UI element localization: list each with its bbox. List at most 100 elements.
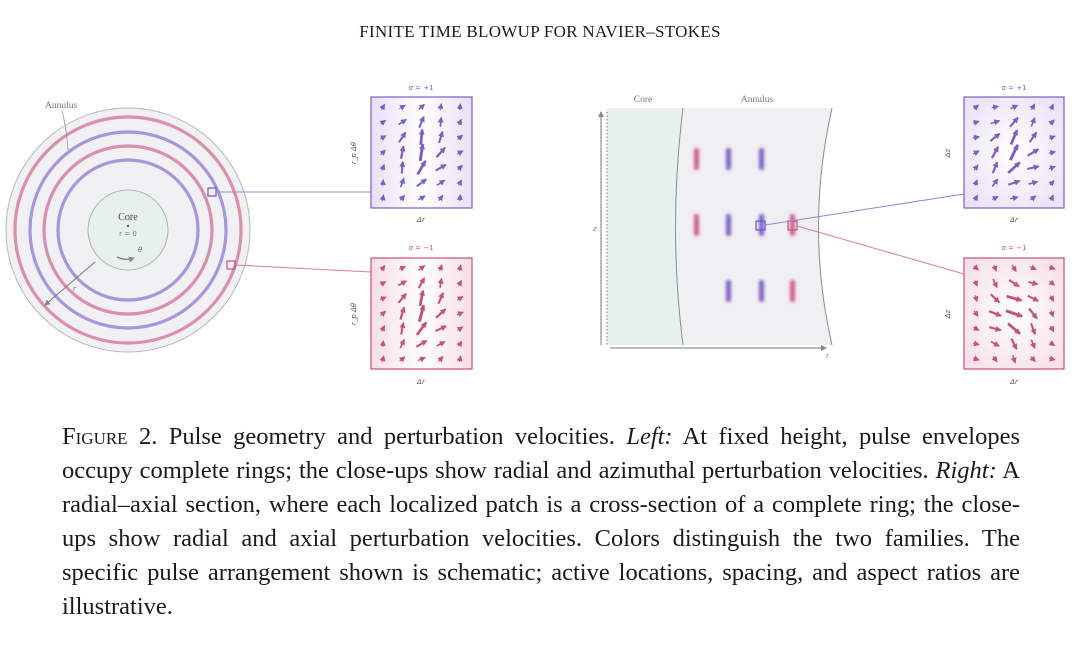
velocity-arrow [416,178,428,188]
velocity-arrow [991,264,998,273]
velocity-arrow [1009,116,1019,128]
velocity-arrow [456,355,463,363]
connector-pink-right [796,225,965,275]
velocity-arrow [456,326,464,333]
radius-arrow [44,261,96,306]
velocity-arrow [379,296,387,302]
velocity-arrow [988,310,1002,317]
velocity-arrow [437,355,444,363]
caption-left-text: At fixed height, pulse envelopes occupy … [62,423,1020,484]
velocity-arrow [1029,195,1037,202]
velocity-arrow [1048,340,1056,347]
annulus-label: Annulus [45,101,78,111]
velocity-arrow [992,278,998,289]
velocity-arrow [435,308,447,319]
velocity-arrow [456,103,463,111]
velocity-arrow [397,118,407,126]
velocity-arrow [436,340,446,347]
velocity-arrow [1030,322,1037,336]
velocity-arrow [379,310,387,317]
velocity-arrow [379,194,386,201]
velocity-arrow [1048,355,1056,362]
core-disk [87,189,169,271]
patch-blue [759,148,764,170]
velocity-arrow [399,321,406,335]
velocity-arrow [399,145,406,159]
velocity-arrow [379,281,387,287]
velocity-arrow [1028,307,1038,320]
velocity-arrow [1048,325,1055,333]
velocity-arrow [418,289,425,307]
velocity-arrow [456,340,463,348]
velocity-arrow [972,325,980,331]
r-axis-label: r [826,352,830,360]
closeup-sigma-label: σ = −1 [408,244,433,252]
core-sublabel: r = 0 [119,230,137,238]
closeup-ylabel: r_p Δθ [350,141,358,164]
caption-intro: Pulse geometry and perturbation velociti… [157,423,627,450]
velocity-arrow [399,104,406,111]
core-label: Core [634,95,652,105]
velocity-arrow [1048,179,1055,187]
velocity-arrow [399,160,406,174]
velocity-arrow [1048,194,1054,202]
z-axis-label: z [592,225,597,233]
velocity-arrow [435,146,446,159]
velocity-arrow [972,264,979,271]
velocity-arrow [972,355,980,362]
closeup-ylabel: r_p Δθ [350,302,358,325]
velocity-arrow [1005,309,1023,318]
velocity-arrow [437,130,444,144]
velocity-arrow [1009,129,1019,146]
velocity-arrow [437,263,444,272]
velocity-arrow [1028,280,1039,286]
velocity-arrow [456,134,464,141]
patch-pink [694,148,699,170]
velocity-arrow [417,277,426,289]
marker-blue [755,220,766,231]
velocity-arrow [398,356,406,363]
velocity-arrow [397,280,408,287]
patch-pink [790,214,795,236]
velocity-arrow [1008,144,1020,161]
velocity-arrow [415,339,428,348]
velocity-arrow [972,340,980,347]
radius-label: r [73,285,77,293]
velocity-arrow [397,293,407,304]
velocity-arrow [417,195,426,202]
velocity-arrow [1010,264,1017,273]
velocity-arrow [1048,135,1056,141]
annulus-outer-boundary [818,107,833,346]
velocity-arrow [379,355,386,363]
velocity-arrow [456,311,465,317]
connector-pink-left [234,264,372,273]
velocity-arrow [456,118,462,126]
velocity-arrow [972,295,979,303]
velocity-arrow [1010,195,1019,202]
velocity-arrow [1008,279,1020,288]
velocity-arrow [418,128,425,146]
velocity-arrow [418,103,426,111]
velocity-arrow [379,324,385,332]
velocity-arrow [1010,104,1019,111]
closeup-ylabel: Δz [944,148,952,158]
left-closeup-sigma-plus: σ = +1 r_p Δθ Δr [350,84,473,224]
velocity-arrow [990,340,1000,347]
velocity-arrow [989,132,1001,142]
running-header: FINITE TIME BLOWUP FOR NAVIER–STOKES [359,22,721,41]
velocity-arrow [435,163,447,172]
velocity-arrow [456,296,464,302]
core-annulus-boundary [675,107,684,346]
velocity-arrow [991,195,999,202]
velocity-arrow [1010,355,1017,364]
velocity-arrow [417,304,426,323]
closeup-ylabel: Δz [944,309,952,319]
velocity-arrow [437,102,444,111]
left-ring-diagram: Core r = 0 θ r Annulus [5,101,372,353]
velocity-arrow [418,143,425,162]
velocity-arrow [379,103,386,111]
velocity-arrow [1010,338,1018,350]
ring-blue-2 [56,158,200,302]
velocity-arrow [436,179,446,187]
velocity-arrow [379,119,387,126]
